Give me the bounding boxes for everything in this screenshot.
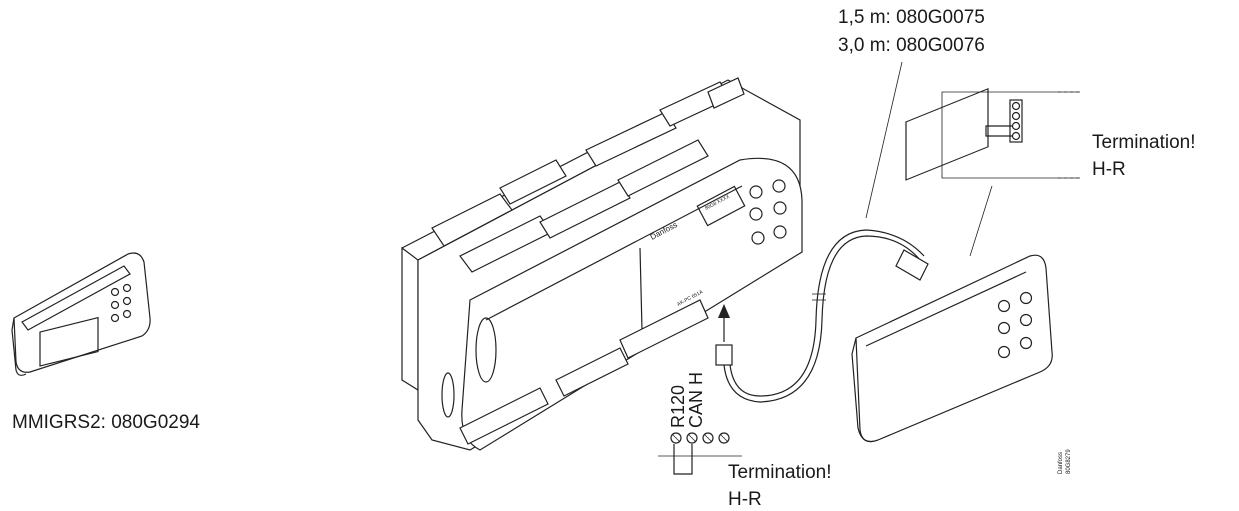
can-cable (715, 229, 929, 403)
display-unit-right (851, 87, 1053, 443)
display-part-label: MMIGRS2: 080G0294 (12, 412, 200, 433)
cable-leader (865, 61, 903, 219)
credit-brand: Danfoss (1058, 452, 1064, 474)
termination-detail (941, 91, 1080, 179)
termination-right-sub: H-R (1092, 159, 1126, 180)
cable-length-2: 3,0 m: 080G0076 (838, 35, 985, 56)
termination-right-label: Termination! (1092, 132, 1196, 153)
terminal-pin-canh: CAN H (686, 372, 706, 428)
cable-length-1: 1,5 m: 080G0075 (838, 7, 985, 28)
termination-bottom-label: Termination! (728, 462, 832, 483)
terminal-strip (658, 432, 742, 475)
controller-unit: Danfoss AK-PC 651A 80G8 XXXX (401, 77, 803, 451)
termination-bottom-sub: H-R (728, 489, 762, 510)
detail-leader (969, 185, 993, 257)
connect-arrow (718, 304, 730, 342)
display-unit-left (11, 252, 151, 376)
credit-code: 80G8279 (1066, 449, 1072, 474)
terminal-pin-r120: R120 (668, 385, 688, 428)
